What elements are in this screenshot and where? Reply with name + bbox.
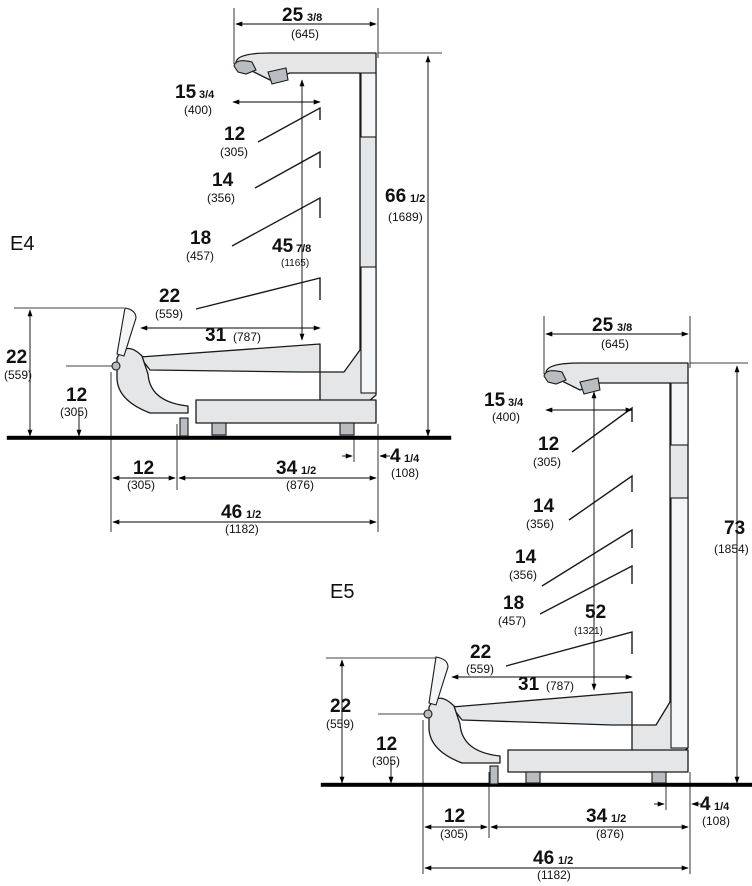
e5-total-height-mm: (1854) <box>714 542 749 556</box>
e4-case-outline <box>6 52 452 440</box>
e5-model-label: E5 <box>330 581 354 603</box>
e5-shelf2-inches: 14 <box>533 496 555 517</box>
e5-inner-height-inches: 52 <box>585 602 606 623</box>
e4-bumper-height-inches: 12 <box>66 385 87 406</box>
e5-deck-mm: (787) <box>546 679 574 693</box>
e5-top-depth-inches: 25 <box>592 315 614 336</box>
e5-shelf5-mm: (559) <box>466 662 494 676</box>
e4-rear-offset-inches: 4 <box>390 446 401 467</box>
e4-shelf1-mm: (305) <box>220 145 248 159</box>
e4-top-depth-inches: 25 <box>282 5 304 26</box>
e4-inner-height-mm: (1165) <box>281 258 309 269</box>
e5-front-height-inches: 22 <box>330 696 351 717</box>
e4-top-depth-fraction: 3/8 <box>307 12 322 24</box>
e4-inner-height-fraction: 7/8 <box>296 243 311 255</box>
e5-rear-offset-inches: 4 <box>700 794 711 815</box>
e5-labels: E5 25 3/8 (645) 15 3/4 (400) 12 (305) 14… <box>326 315 749 882</box>
e5-total-height-inches: 73 <box>724 518 745 539</box>
e5-shelf5-inches: 22 <box>470 642 491 663</box>
e4-shelf1-inches: 12 <box>224 124 245 145</box>
e4-shelf2-inches: 14 <box>212 170 234 191</box>
e5-top-depth-fraction: 3/8 <box>617 322 632 334</box>
e4-total-depth-mm: (1182) <box>225 522 259 536</box>
e5-base-depth-inches: 34 <box>586 806 608 827</box>
e4-base-depth-inches: 34 <box>276 458 298 479</box>
e4-front-height-inches: 22 <box>6 347 27 368</box>
e4-shelf2-mm: (356) <box>207 191 235 205</box>
e5-front-overhang-mm: (305) <box>440 827 468 841</box>
e4-total-height-inches: 66 <box>385 186 406 207</box>
e4-rear-offset-fraction: 1/4 <box>404 453 420 465</box>
e4-shelf4-inches: 22 <box>159 286 180 307</box>
e5-bumper-height-mm: (305) <box>372 754 400 768</box>
e5-front-height-mm: (559) <box>326 717 354 731</box>
e4-top-shelf-mm: (400) <box>184 103 212 117</box>
e4-shelf3-inches: 18 <box>190 228 211 249</box>
e4-top-depth-mm: (645) <box>291 27 319 41</box>
e4-base-depth-fraction: 1/2 <box>301 465 316 477</box>
e5-shelf1-mm: (305) <box>533 455 561 469</box>
e5-shelf2-mm: (356) <box>526 517 554 531</box>
e4-deck-inches: 31 <box>205 325 227 346</box>
e5-bumper-height-inches: 12 <box>376 734 397 755</box>
e5-total-depth-mm: (1182) <box>537 868 571 882</box>
e4-total-depth-inches: 46 <box>221 502 242 523</box>
e4-front-height-mm: (559) <box>4 368 32 382</box>
e5-total-depth-inches: 46 <box>533 848 554 869</box>
e5-rear-offset-mm: (108) <box>702 814 730 828</box>
e5-base-depth-mm: (876) <box>596 827 624 841</box>
e4-front-overhang-inches: 12 <box>133 458 154 479</box>
e5-top-shelf-fraction: 3/4 <box>508 397 524 409</box>
e5-base-depth-fraction: 1/2 <box>611 813 626 825</box>
e5-front-overhang-inches: 12 <box>444 806 465 827</box>
e5-inner-height-mm: (1321) <box>574 626 603 637</box>
e5-shelf3-mm: (356) <box>509 568 537 582</box>
e5-shelf4-mm: (457) <box>498 614 526 628</box>
e4-inner-height-inches: 45 <box>272 236 294 257</box>
e5-rear-offset-fraction: 1/4 <box>714 801 730 813</box>
e4-dimension-lines <box>14 8 442 532</box>
e4-bumper-height-mm: (305) <box>60 405 88 419</box>
e5-deck-inches: 31 <box>518 674 540 695</box>
e4-model-label: E4 <box>10 233 34 255</box>
e4-base-depth-mm: (876) <box>286 478 314 492</box>
e5-shelf4-inches: 18 <box>503 593 524 614</box>
e5-shelf1-inches: 12 <box>538 434 559 455</box>
e4-total-depth-fraction: 1/2 <box>246 509 261 521</box>
e4-deck-mm: (787) <box>233 330 261 344</box>
e4-labels: E4 25 3/8 (645) 15 3/4 (400) 12 (305) 14… <box>4 5 425 536</box>
e5-shelf3-inches: 14 <box>515 547 537 568</box>
e5-top-depth-mm: (645) <box>601 337 629 351</box>
e4-rear-offset-mm: (108) <box>391 466 419 480</box>
e4-total-height-fraction: 1/2 <box>410 193 425 205</box>
e4-top-shelf-fraction: 3/4 <box>199 89 215 101</box>
e5-top-shelf-inches: 15 <box>484 390 506 411</box>
e4-top-shelf-inches: 15 <box>175 82 197 103</box>
e4-total-height-mm: (1689) <box>388 210 423 224</box>
e4-front-overhang-mm: (305) <box>127 478 155 492</box>
e5-top-shelf-mm: (400) <box>492 410 520 424</box>
e4-shelf4-mm: (559) <box>155 307 183 321</box>
e5-case-outline <box>320 362 752 787</box>
e5-dimension-lines <box>326 316 748 874</box>
e5-total-depth-fraction: 1/2 <box>558 855 573 867</box>
e4-shelf3-mm: (457) <box>186 249 214 263</box>
